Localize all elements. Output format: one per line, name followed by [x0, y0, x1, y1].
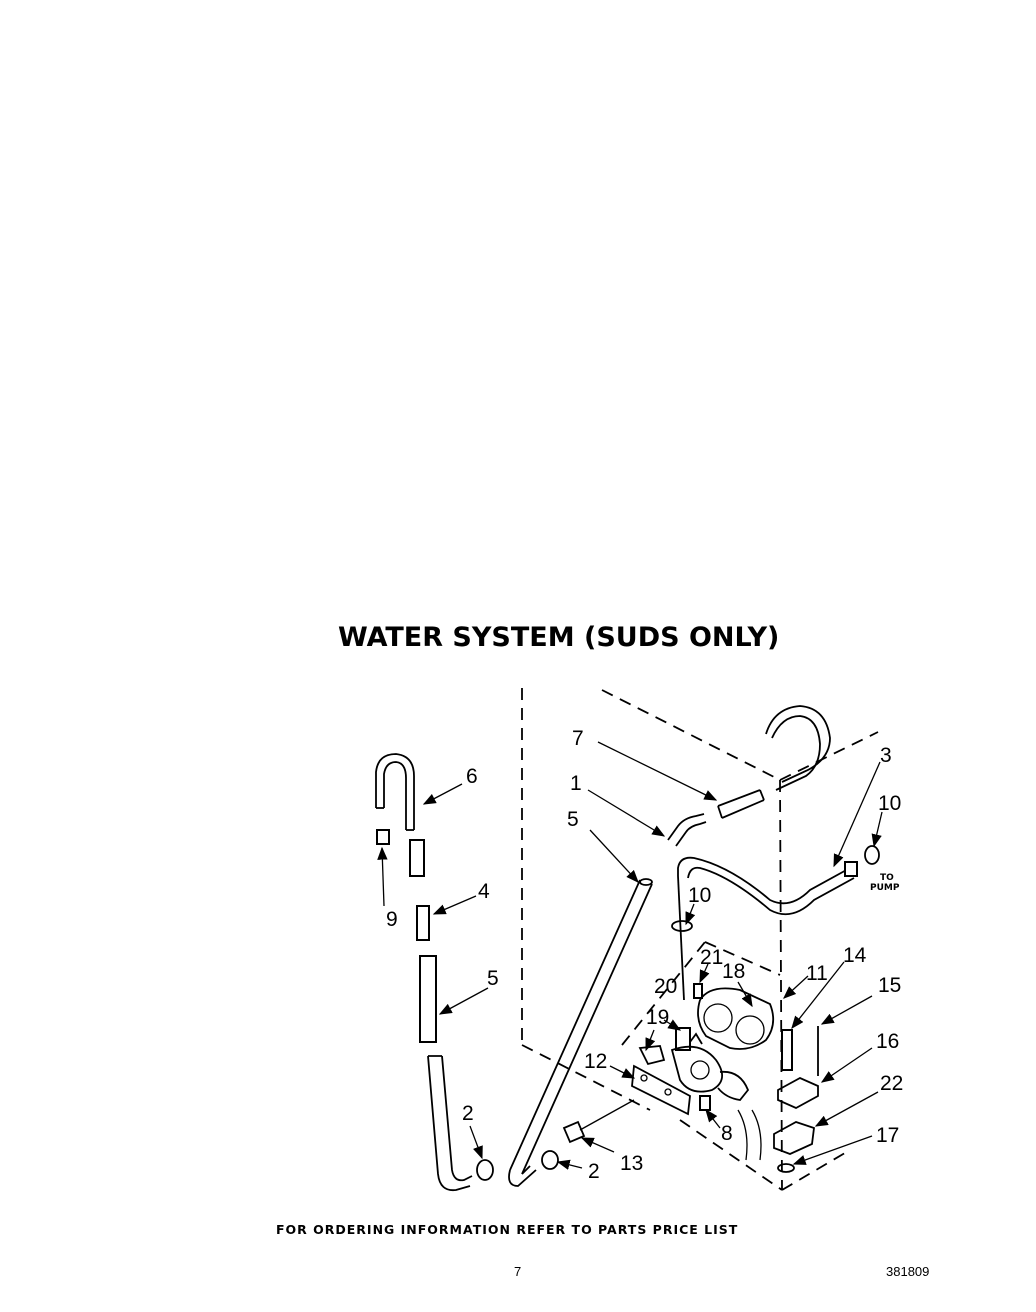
switch-part-16	[777, 1076, 819, 1110]
callout-10-mid: 10	[688, 884, 711, 907]
callout-2-right: 2	[588, 1160, 600, 1183]
callout-17: 17	[876, 1124, 899, 1147]
callout-11: 11	[806, 962, 828, 985]
screw-part-8	[699, 1095, 711, 1111]
clamp-part-10-top	[864, 845, 880, 865]
callout-14: 14	[843, 944, 867, 967]
ordering-info-note: FOR ORDERING INFORMATION REFER TO PARTS …	[276, 1222, 739, 1237]
hose-fitting	[844, 861, 858, 877]
bracket-part-12	[631, 1064, 691, 1116]
hose-diagonal	[508, 878, 653, 1187]
callout-16: 16	[876, 1030, 899, 1053]
callout-3: 3	[880, 744, 892, 767]
switch-cover-part-22	[773, 1121, 815, 1155]
to-pump-label-line1: TO	[880, 873, 894, 883]
hose-segment-left-mid	[419, 955, 437, 1043]
clamp-part-10-mid	[671, 920, 693, 932]
hose-bend-left	[375, 753, 415, 831]
washer-part-17	[777, 1163, 795, 1173]
callout-5-left: 5	[487, 967, 499, 990]
hose-part-7	[717, 789, 765, 819]
fitting-part-13	[562, 1120, 586, 1144]
callout-13: 13	[620, 1152, 643, 1175]
callout-10-top: 10	[878, 792, 901, 815]
callout-2-left: 2	[462, 1102, 474, 1125]
diagram-title: WATER SYSTEM (SUDS ONLY)	[338, 622, 780, 653]
callout-18: 18	[722, 960, 745, 983]
hose-segment-left-upper	[409, 839, 425, 877]
connector-part-9	[376, 829, 390, 845]
hose-segment-left-lower	[427, 1055, 473, 1192]
hose-to-pump	[677, 856, 855, 916]
clamp-part-2-left	[476, 1159, 494, 1181]
callout-22: 22	[880, 1072, 903, 1095]
elbow-part-1	[667, 813, 707, 847]
to-pump-label-line2: PUMP	[870, 883, 900, 893]
callout-21: 21	[700, 946, 723, 969]
callout-20: 20	[654, 975, 677, 998]
callout-7: 7	[572, 727, 584, 750]
callout-6: 6	[466, 765, 478, 788]
document-number: 381809	[886, 1264, 930, 1279]
callout-5-top: 5	[567, 808, 579, 831]
coupler-part-4	[416, 905, 430, 941]
callout-leaders	[377, 741, 883, 1170]
callout-12: 12	[584, 1050, 607, 1073]
callout-4: 4	[478, 880, 490, 903]
callout-9: 9	[386, 908, 398, 931]
pin-part-11	[781, 1029, 793, 1071]
callout-1: 1	[570, 772, 582, 795]
cabinet-outline	[521, 688, 879, 1191]
clamp-part-2-right	[541, 1150, 559, 1170]
valve-assembly	[638, 983, 775, 1101]
callout-19: 19	[646, 1006, 669, 1029]
hose-top-curve	[765, 705, 831, 791]
callout-15: 15	[878, 974, 901, 997]
callout-8: 8	[721, 1122, 733, 1145]
page-number: 7	[514, 1264, 522, 1279]
